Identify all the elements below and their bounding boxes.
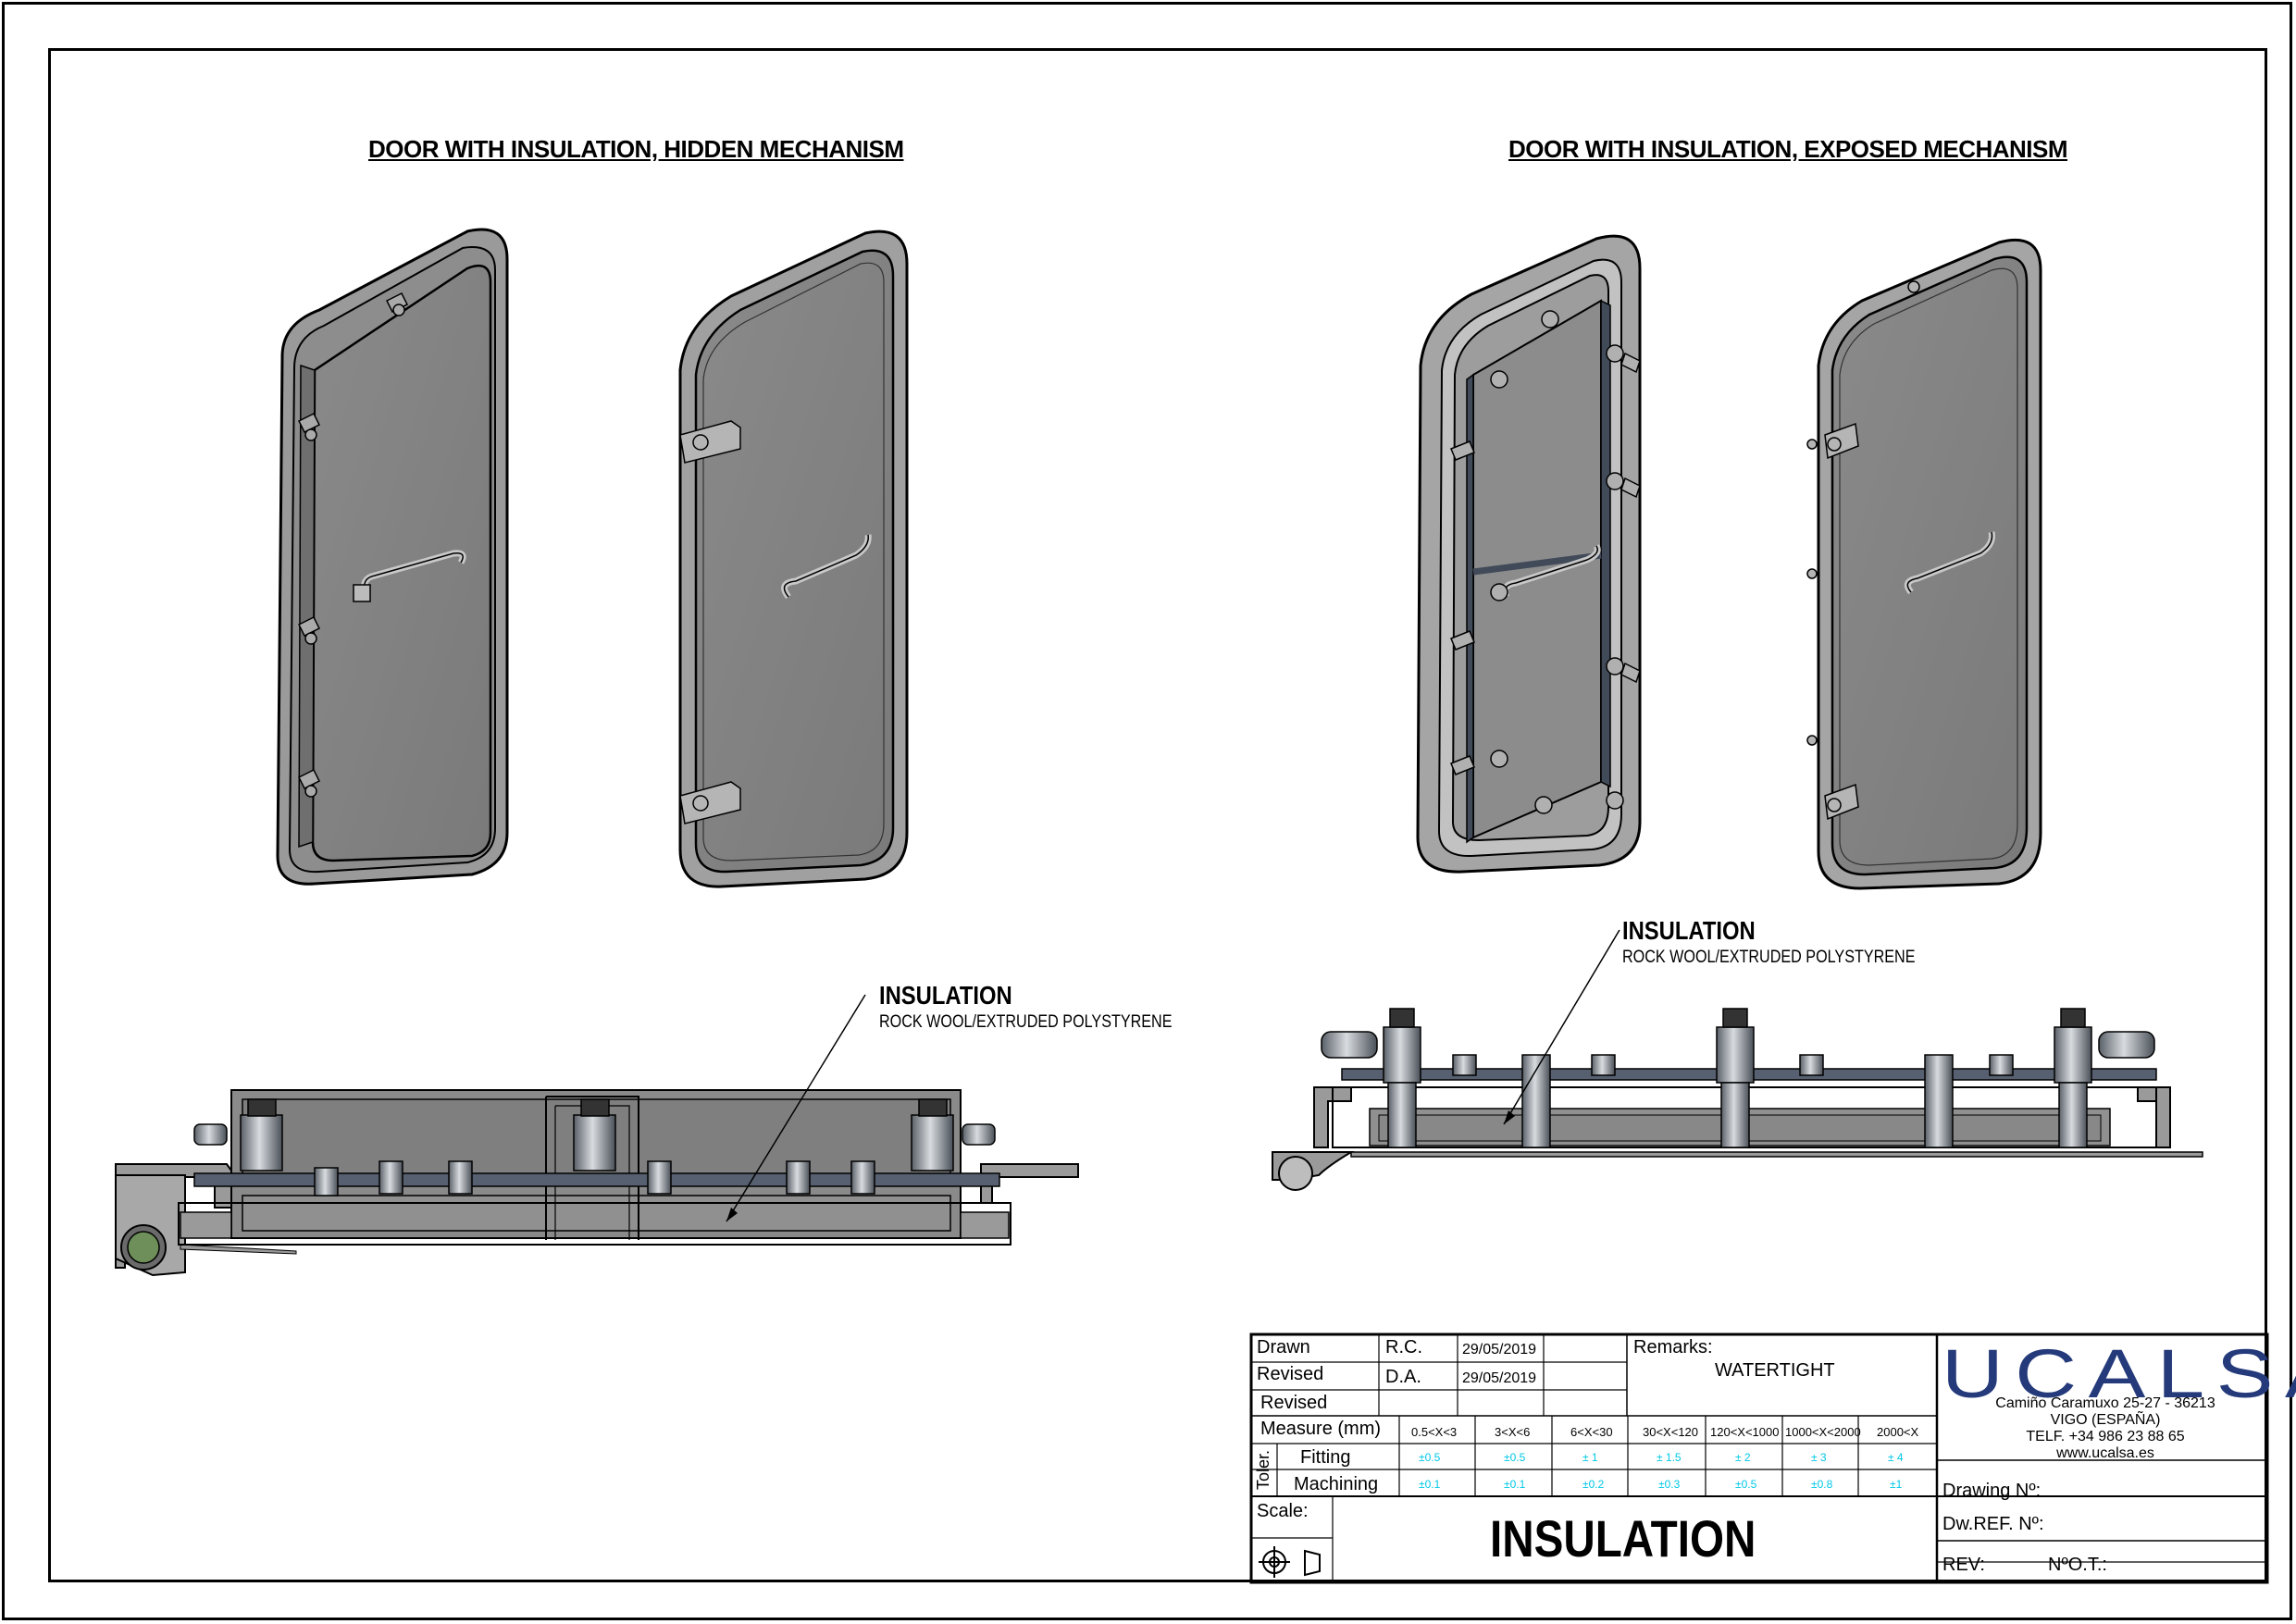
remarks-value: WATERTIGHT	[1715, 1360, 1835, 1381]
title-block-grid	[1249, 1333, 2269, 1584]
company-phone: TELF. +34 986 23 88 65	[2026, 1429, 2185, 1444]
rev-label: REV:	[1942, 1555, 1985, 1575]
fitting-value-7: ± 4	[1888, 1451, 1904, 1464]
door-hidden-front-view	[678, 229, 909, 888]
dwref-label: Dw.REF. Nº:	[1942, 1514, 2044, 1534]
drawing-frame	[48, 48, 2267, 1582]
machining-value-2: ±0.1	[1504, 1478, 1526, 1491]
revised2-label: Revised	[1260, 1393, 1328, 1413]
company-address2: VIGO (ESPAÑA)	[2050, 1412, 2161, 1428]
fitting-label: Fitting	[1300, 1447, 1351, 1468]
drawn-by: R.C.	[1385, 1337, 1422, 1357]
company-address1: Camiño Caramuxo 25-27 - 36213	[1995, 1395, 2215, 1411]
machining-value-6: ±0.8	[1811, 1478, 1833, 1491]
scale-label: Scale:	[1257, 1501, 1309, 1521]
leader-line-left	[726, 994, 866, 1222]
section-exposed-mechanism	[1272, 1008, 2203, 1191]
revised-by: D.A.	[1385, 1367, 1421, 1387]
section-hidden-mechanism	[115, 1089, 1079, 1277]
insulation-callout-left-sub: ROCK WOOL/EXTRUDED POLYSTYRENE	[879, 1012, 1173, 1032]
drawn-label: Drawn	[1257, 1337, 1310, 1357]
range-2: 3<X<6	[1495, 1425, 1531, 1439]
projection-symbol-icon	[1259, 1546, 1321, 1578]
machining-value-5: ±0.5	[1735, 1478, 1757, 1491]
ot-label: NºO.T.:	[2048, 1555, 2107, 1575]
fitting-value-5: ± 2	[1735, 1451, 1751, 1464]
company-logo: UCALSA	[1942, 1335, 2296, 1412]
hidden-mechanism-title: DOOR WITH INSULATION, HIDDEN MECHANISM	[368, 135, 904, 163]
remarks-label: Remarks:	[1633, 1337, 1713, 1357]
range-3: 6<X<30	[1570, 1425, 1613, 1439]
door-exposed-front-view	[1806, 238, 2042, 890]
range-7: 2000<X	[1877, 1425, 1919, 1439]
door-hidden-back-view	[276, 228, 509, 886]
drawing-title: INSULATION	[1490, 1509, 1756, 1568]
leader-line-right	[1503, 929, 1620, 1125]
measure-label: Measure (mm)	[1260, 1419, 1382, 1439]
company-web: www.ucalsa.es	[2056, 1445, 2154, 1461]
machining-value-7: ±1	[1890, 1478, 1903, 1491]
range-4: 30<X<120	[1643, 1425, 1699, 1439]
drawn-date: 29/05/2019	[1462, 1342, 1537, 1357]
door-exposed-back-view	[1416, 234, 1642, 874]
fitting-value-2: ±0.5	[1504, 1451, 1526, 1464]
exposed-mechanism-title: DOOR WITH INSULATION, EXPOSED MECHANISM	[1508, 135, 2068, 163]
fitting-value-6: ± 3	[1811, 1451, 1827, 1464]
insulation-callout-right-sub: ROCK WOOL/EXTRUDED POLYSTYRENE	[1622, 948, 1916, 967]
machining-label: Machining	[1294, 1474, 1379, 1494]
range-1: 0.5<X<3	[1411, 1425, 1458, 1439]
range-5: 120<X<1000	[1710, 1425, 1780, 1439]
machining-value-4: ±0.3	[1658, 1478, 1681, 1491]
insulation-callout-right-label: INSULATION	[1622, 916, 1756, 945]
range-6: 1000<X<2000	[1785, 1425, 1861, 1439]
insulation-callout-left-label: INSULATION	[879, 981, 1012, 1010]
machining-value-3: ±0.2	[1582, 1478, 1605, 1491]
revised-date: 29/05/2019	[1462, 1370, 1537, 1386]
fitting-value-1: ±0.5	[1419, 1451, 1441, 1464]
revised-label: Revised	[1257, 1364, 1324, 1384]
fitting-value-3: ± 1	[1582, 1451, 1598, 1464]
toler-label: Toler.	[1254, 1449, 1272, 1490]
drawing-no-label: Drawing Nº:	[1942, 1481, 2042, 1501]
machining-value-1: ±0.1	[1419, 1478, 1441, 1491]
fitting-value-4: ± 1.5	[1657, 1451, 1682, 1464]
